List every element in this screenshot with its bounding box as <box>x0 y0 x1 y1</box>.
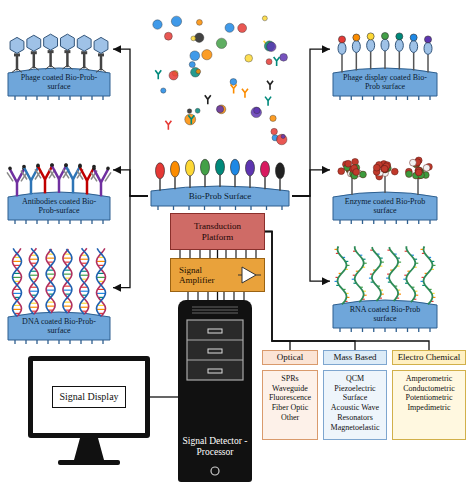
category-box: Electro ChemicalAmperometric Conductomet… <box>392 350 466 440</box>
node-label: Transduction Platform <box>188 221 247 242</box>
transduction-box: Transduction Platform <box>170 213 265 250</box>
sensor-surface: Enzyme coated Bio-Prob surface <box>330 124 440 226</box>
connector <box>292 49 330 196</box>
node-label: Bio-Prob Surface <box>189 192 252 202</box>
node-label: Enzyme coated Bio-Prob surface <box>339 198 431 216</box>
sensor-surface: Bio-Prob Surface <box>148 12 292 212</box>
connector <box>292 170 330 196</box>
connector <box>217 292 218 300</box>
node-label: Signal Detector -Processor <box>182 436 248 458</box>
sensor-surface: Phage coated Bio-Prob-surface <box>5 6 113 102</box>
connector <box>113 170 148 196</box>
method-list: SPRs Waveguide Fluorescence Fiber Optic … <box>262 370 318 440</box>
category-box: Mass BasedQCM Piezoelectric Surface Acou… <box>323 350 387 440</box>
display-monitor: Signal Display <box>28 356 150 438</box>
node-label: RNA coated Bio-Prob surface <box>339 306 431 324</box>
connector <box>265 232 290 351</box>
sensor-surface: Phage display coated Bio-Prob surface <box>330 6 440 102</box>
node-label: Phage display coated Bio-Prob surface <box>339 74 431 92</box>
connector <box>292 196 330 281</box>
node-label: Phage coated Bio-Prob-surface <box>14 74 104 92</box>
method-list: QCM Piezoelectric Surface Acoustic Wave … <box>323 370 387 440</box>
method-list: Amperometric Conductometric Potentiometr… <box>392 370 466 440</box>
sensor-surface: RNA coated Bio-Prob surface <box>330 238 440 334</box>
sensor-surface: DNA coated Bio-Prob-surface <box>5 240 113 346</box>
connector <box>150 396 178 397</box>
amplifier-box: Signal Amplifier <box>170 258 265 292</box>
connector <box>113 49 148 196</box>
node-label: Signal Amplifier <box>179 265 234 286</box>
node-label: Antibodies coated Bio-Prob-surface <box>14 198 104 216</box>
monitor-stand <box>58 438 120 465</box>
node-label: DNA coated Bio-Prob-surface <box>14 318 104 336</box>
probe-illustration <box>148 12 292 212</box>
node-label: Signal Display <box>52 386 125 408</box>
connector <box>217 250 218 258</box>
connector <box>265 232 429 351</box>
category-heading: Electro Chemical <box>392 350 466 365</box>
category-heading: Optical <box>262 350 318 365</box>
category-box: OpticalSPRs Waveguide Fluorescence Fiber… <box>262 350 318 440</box>
connector <box>113 196 148 288</box>
category-heading: Mass Based <box>323 350 387 365</box>
connector <box>265 232 355 351</box>
sensor-surface: Antibodies coated Bio-Prob-surface <box>5 124 113 226</box>
processor-tower: Signal Detector -Processor <box>178 300 252 482</box>
